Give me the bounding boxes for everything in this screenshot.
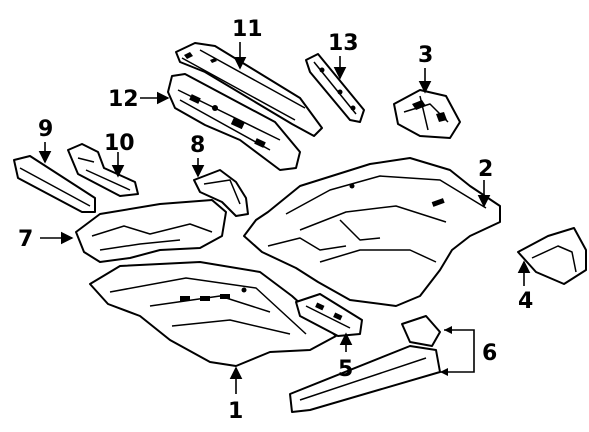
callout-9: 9 bbox=[38, 117, 53, 142]
part-4-shell bbox=[517, 227, 587, 285]
part-12-crossmember bbox=[167, 73, 301, 171]
part-2-floor-pan bbox=[243, 157, 501, 307]
leader-lines bbox=[38, 42, 531, 394]
part-1-floor bbox=[89, 261, 337, 367]
part-13-bracket bbox=[305, 53, 365, 123]
callout-6: 6 bbox=[482, 341, 497, 366]
part-9-rail bbox=[13, 155, 96, 213]
part-8-panel bbox=[193, 169, 249, 217]
callout-5: 5 bbox=[338, 357, 353, 382]
callout-1: 1 bbox=[228, 399, 243, 424]
callout-10: 10 bbox=[104, 131, 135, 156]
part-7-panel bbox=[75, 199, 227, 263]
callout-13: 13 bbox=[328, 31, 359, 56]
part-11-crossmember bbox=[175, 42, 323, 137]
callout-12: 12 bbox=[108, 87, 139, 112]
part-10-bracket bbox=[67, 143, 139, 197]
part-3-mount bbox=[393, 89, 461, 139]
part-5-bracket bbox=[295, 293, 363, 337]
part-6-rocker bbox=[289, 315, 441, 413]
callout-11: 11 bbox=[232, 17, 263, 42]
callout-2: 2 bbox=[478, 157, 493, 182]
callout-4: 4 bbox=[518, 289, 533, 314]
callout-7: 7 bbox=[18, 227, 33, 252]
callout-3: 3 bbox=[418, 43, 433, 68]
callout-8: 8 bbox=[190, 133, 205, 158]
